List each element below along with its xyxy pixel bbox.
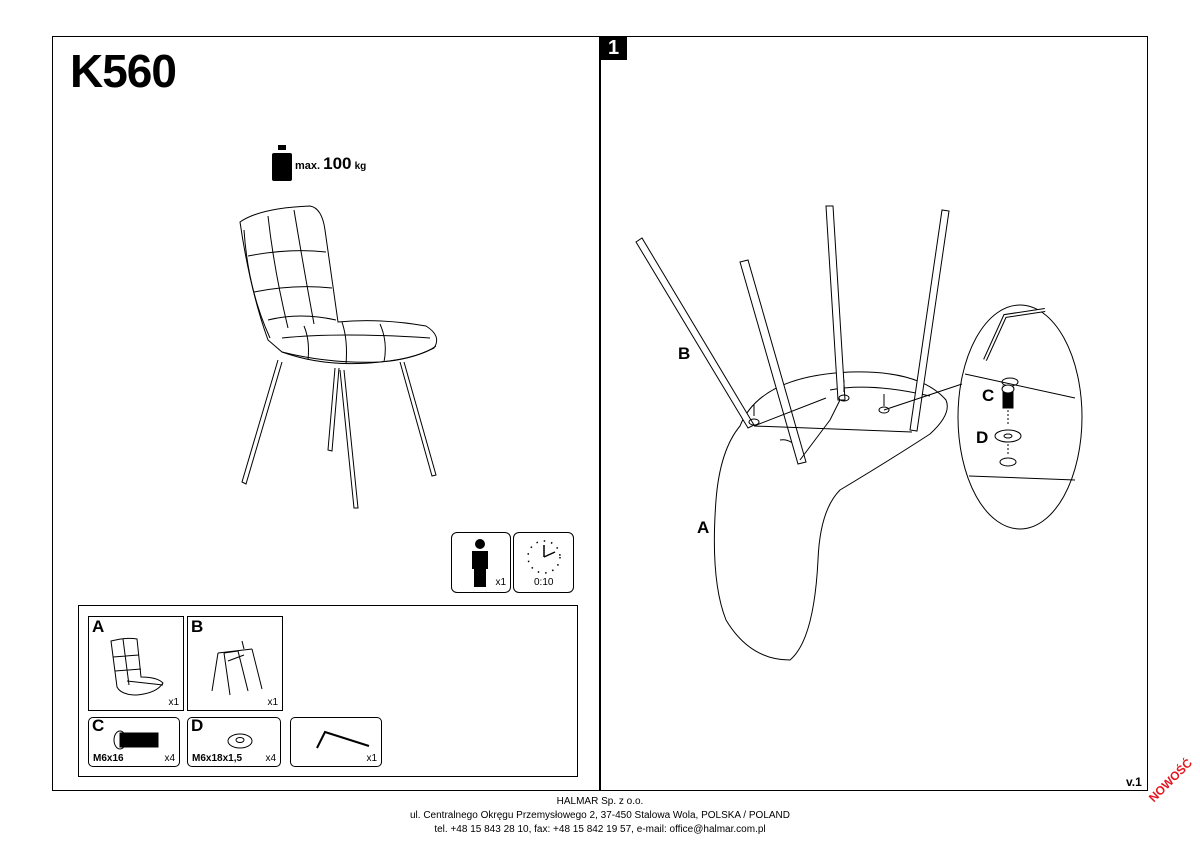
version-label: v.1 bbox=[1126, 775, 1142, 789]
part-c: C M6x16 x4 bbox=[88, 716, 180, 767]
part-a: A x1 bbox=[88, 616, 184, 711]
part-b-qty: x1 bbox=[267, 697, 278, 708]
footer-address: ul. Centralnego Okręgu Przemysłowego 2, … bbox=[409, 810, 790, 821]
part-allen-key-qty: x1 bbox=[366, 753, 377, 764]
max-load: max. 100 kg bbox=[295, 154, 366, 174]
max-load-unit: kg bbox=[354, 161, 367, 172]
callout-d: D bbox=[976, 428, 989, 447]
part-d-letter: D bbox=[191, 716, 204, 735]
part-d-size: M6x18x1,5 bbox=[192, 753, 243, 764]
clock-icon bbox=[527, 540, 561, 574]
callout-c: C bbox=[982, 386, 995, 405]
callout-a: A bbox=[697, 518, 710, 537]
part-d: D M6x18x1,5 x4 bbox=[187, 716, 281, 767]
screw-icon bbox=[113, 730, 159, 750]
max-load-value: 100 bbox=[323, 154, 352, 173]
callout-b: B bbox=[678, 344, 691, 363]
seat-icon bbox=[110, 637, 164, 696]
step1-assembly-drawing bbox=[635, 205, 963, 661]
allen-key-icon bbox=[316, 730, 370, 749]
zoom-detail bbox=[957, 304, 1083, 530]
product-code: K560 bbox=[70, 45, 177, 97]
part-a-letter: A bbox=[92, 617, 105, 636]
page-divider bbox=[599, 36, 601, 791]
footer-company: HALMAR Sp. z o.o. bbox=[556, 796, 644, 807]
chair-illustration bbox=[239, 205, 438, 509]
weight-icon bbox=[272, 145, 292, 181]
footer-contact: tel. +48 15 843 28 10, fax: +48 15 842 1… bbox=[434, 824, 766, 835]
part-d-qty: x4 bbox=[265, 753, 276, 764]
part-c-size: M6x16 bbox=[93, 753, 124, 764]
part-c-letter: C bbox=[92, 716, 105, 735]
people-count: x1 bbox=[495, 577, 506, 588]
part-b-letter: B bbox=[191, 617, 204, 636]
assembly-time: 0:10 bbox=[534, 577, 554, 588]
people-box: x1 bbox=[451, 532, 511, 593]
part-c-qty: x4 bbox=[164, 753, 175, 764]
part-allen-key: x1 bbox=[290, 717, 382, 767]
part-a-qty: x1 bbox=[168, 697, 179, 708]
washer-icon bbox=[227, 733, 253, 749]
parts-list: A x1 B x1 C M6x16 x4 D M6x18x1,5 x4 bbox=[78, 605, 578, 777]
step-number: 1 bbox=[600, 36, 627, 60]
leg-frame-icon bbox=[211, 640, 263, 696]
part-b: B x1 bbox=[187, 616, 283, 711]
person-icon bbox=[472, 539, 488, 587]
max-load-prefix: max. bbox=[295, 160, 321, 172]
time-box: 0:10 bbox=[513, 532, 574, 593]
